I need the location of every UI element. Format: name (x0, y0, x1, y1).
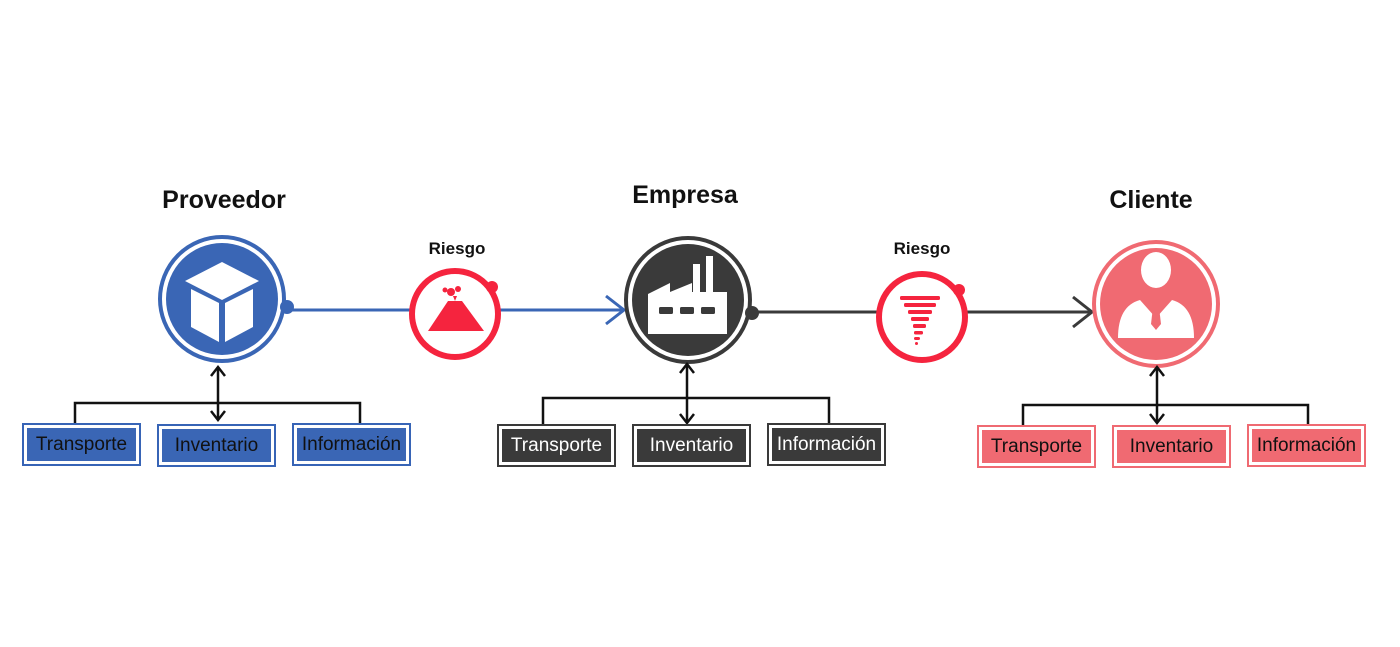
box-icon (185, 262, 259, 342)
risk-tornado (876, 271, 968, 363)
node-empresa (624, 236, 759, 364)
title-cliente: Cliente (1109, 186, 1193, 214)
tornado-icon (900, 296, 940, 345)
box-label: Información (776, 433, 877, 455)
box-label: Transporte (990, 435, 1083, 457)
title-proveedor: Proveedor (162, 186, 286, 214)
title-empresa: Empresa (632, 181, 738, 209)
factory-icon (648, 256, 727, 334)
cliente-informacion-box: Información (1247, 424, 1366, 467)
node-proveedor (158, 235, 294, 363)
empresa-inventario-box: Inventario (632, 424, 751, 467)
box-label: Transporte (510, 434, 603, 456)
risk-volcano (409, 268, 501, 360)
proveedor-inventario-box: Inventario (157, 424, 276, 467)
proveedor-informacion-box: Información (292, 423, 411, 466)
arrowhead-to-cliente (1072, 295, 1095, 329)
volcano-icon (428, 286, 484, 331)
empresa-informacion-box: Información (767, 423, 886, 466)
proveedor-transporte-box: Transporte (22, 423, 141, 466)
tree-empresa (541, 361, 831, 426)
node-cliente (1092, 240, 1220, 368)
user-icon (1118, 252, 1194, 338)
box-label: Inventario (1129, 435, 1214, 457)
tree-proveedor (73, 364, 362, 425)
box-label: Información (301, 433, 402, 455)
box-label: Transporte (35, 433, 128, 455)
box-label: Inventario (174, 434, 259, 456)
arrowhead-to-empresa (605, 294, 627, 326)
risk-label-1: Riesgo (428, 239, 486, 258)
cliente-inventario-box: Inventario (1112, 425, 1231, 468)
cliente-transporte-box: Transporte (977, 425, 1096, 468)
empresa-transporte-box: Transporte (497, 424, 616, 467)
risk-label-2: Riesgo (893, 239, 951, 258)
box-label: Inventario (649, 434, 734, 456)
box-label: Información (1256, 434, 1357, 456)
tree-cliente (1021, 364, 1310, 426)
